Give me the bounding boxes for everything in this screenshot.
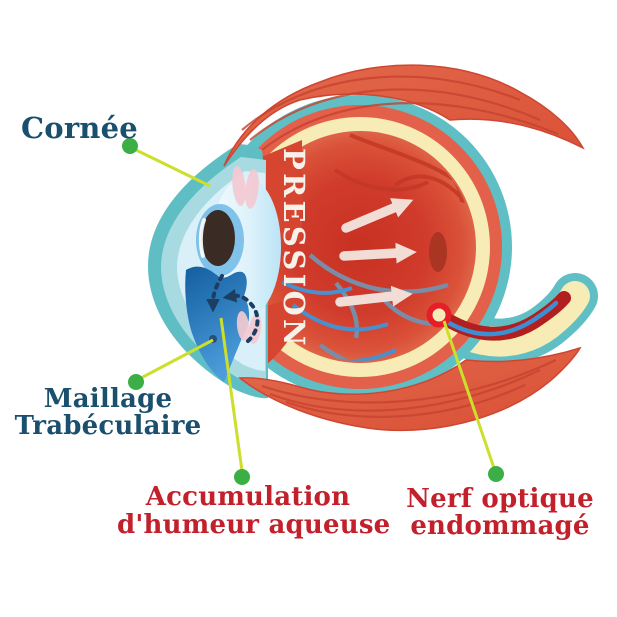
label-optic-nerve-line2: endommagé (410, 511, 590, 541)
superior-rectus-muscle (223, 64, 585, 167)
leader-aqueous (219, 317, 244, 472)
label-trabecular-line1: Maillage (43, 384, 173, 414)
pressure-arrows (335, 198, 417, 307)
marker-dots (122, 138, 504, 485)
aqueous-flow-dashed-arrows (206, 274, 260, 343)
label-cornea-text: Cornée (21, 111, 138, 145)
dot-cornea (122, 138, 138, 154)
label-damaged-optic-nerve: Nerf optique endommagé (386, 486, 614, 540)
leader-lines (133, 147, 496, 472)
dot-trabecular (128, 374, 144, 390)
optic-nerve-core (439, 291, 571, 341)
leader-cornea (133, 147, 211, 188)
dot-aqueous (234, 469, 250, 485)
pupil (201, 210, 235, 266)
pupil-highlight (198, 218, 206, 258)
inferior-rectus-muscle (238, 346, 582, 432)
label-cornea: Cornée (21, 111, 138, 145)
label-trabecular-meshwork: Maillage Trabéculaire (8, 386, 208, 440)
muscle-fiber-stripes (261, 359, 557, 418)
label-aqueous-accumulation: Accumulation d'humeur aqueuse (117, 482, 391, 540)
pression-text: PRESSION (277, 148, 311, 350)
muscle-fiber-stripes (241, 75, 559, 151)
dot-optic-nerve (488, 466, 504, 482)
label-optic-nerve-line1: Nerf optique (406, 484, 594, 514)
optic-disc (429, 232, 447, 272)
label-aqueous-line1: Accumulation (145, 482, 351, 512)
label-trabecular-line2: Trabéculaire (14, 411, 202, 441)
damaged-optic-nerve-head-ring (426, 302, 452, 328)
ciliary-processes (232, 166, 262, 344)
leader-optic-nerve (442, 320, 496, 469)
label-aqueous-line2: d'humeur aqueuse (117, 510, 391, 540)
leader-trabecular (140, 338, 214, 380)
